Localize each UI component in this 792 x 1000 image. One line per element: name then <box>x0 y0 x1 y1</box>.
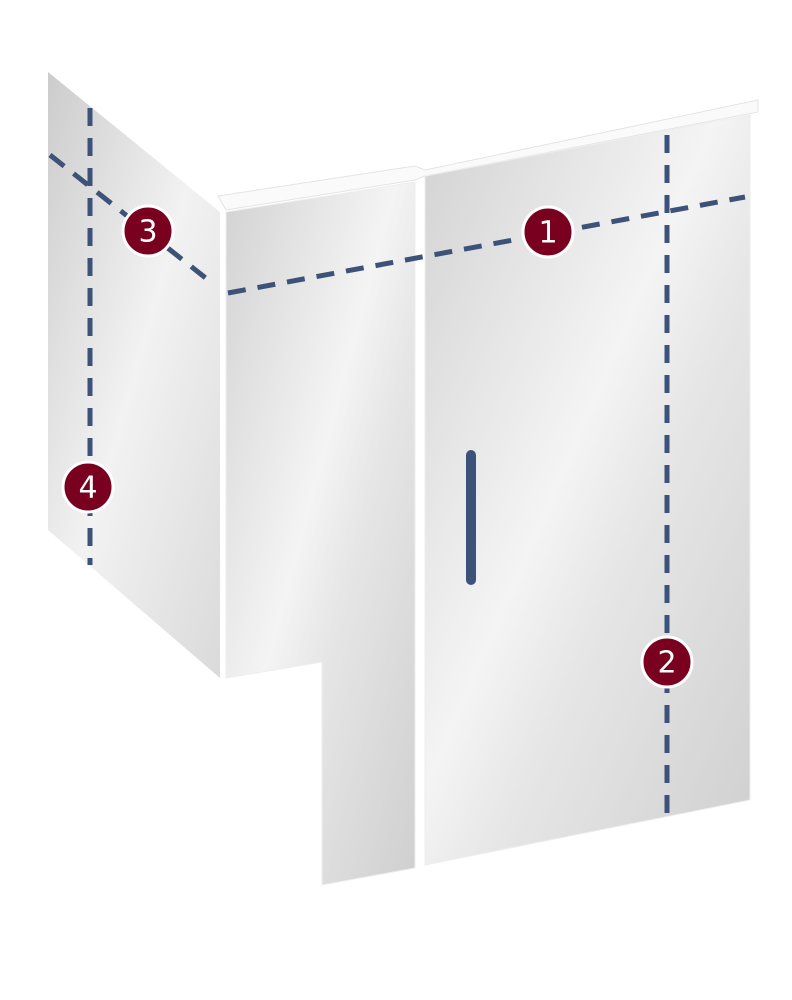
marker-3: 3 <box>121 204 175 258</box>
marker-4: 4 <box>61 460 115 514</box>
marker-1: 1 <box>521 205 575 259</box>
marker-1-label: 1 <box>538 216 557 251</box>
top-frame <box>217 99 759 211</box>
marker-2: 2 <box>640 635 694 689</box>
marker-2-label: 2 <box>657 646 676 681</box>
marker-3-label: 3 <box>138 215 157 250</box>
fixed-panel <box>225 181 416 886</box>
side-panel <box>48 72 220 678</box>
marker-4-label: 4 <box>78 471 97 506</box>
